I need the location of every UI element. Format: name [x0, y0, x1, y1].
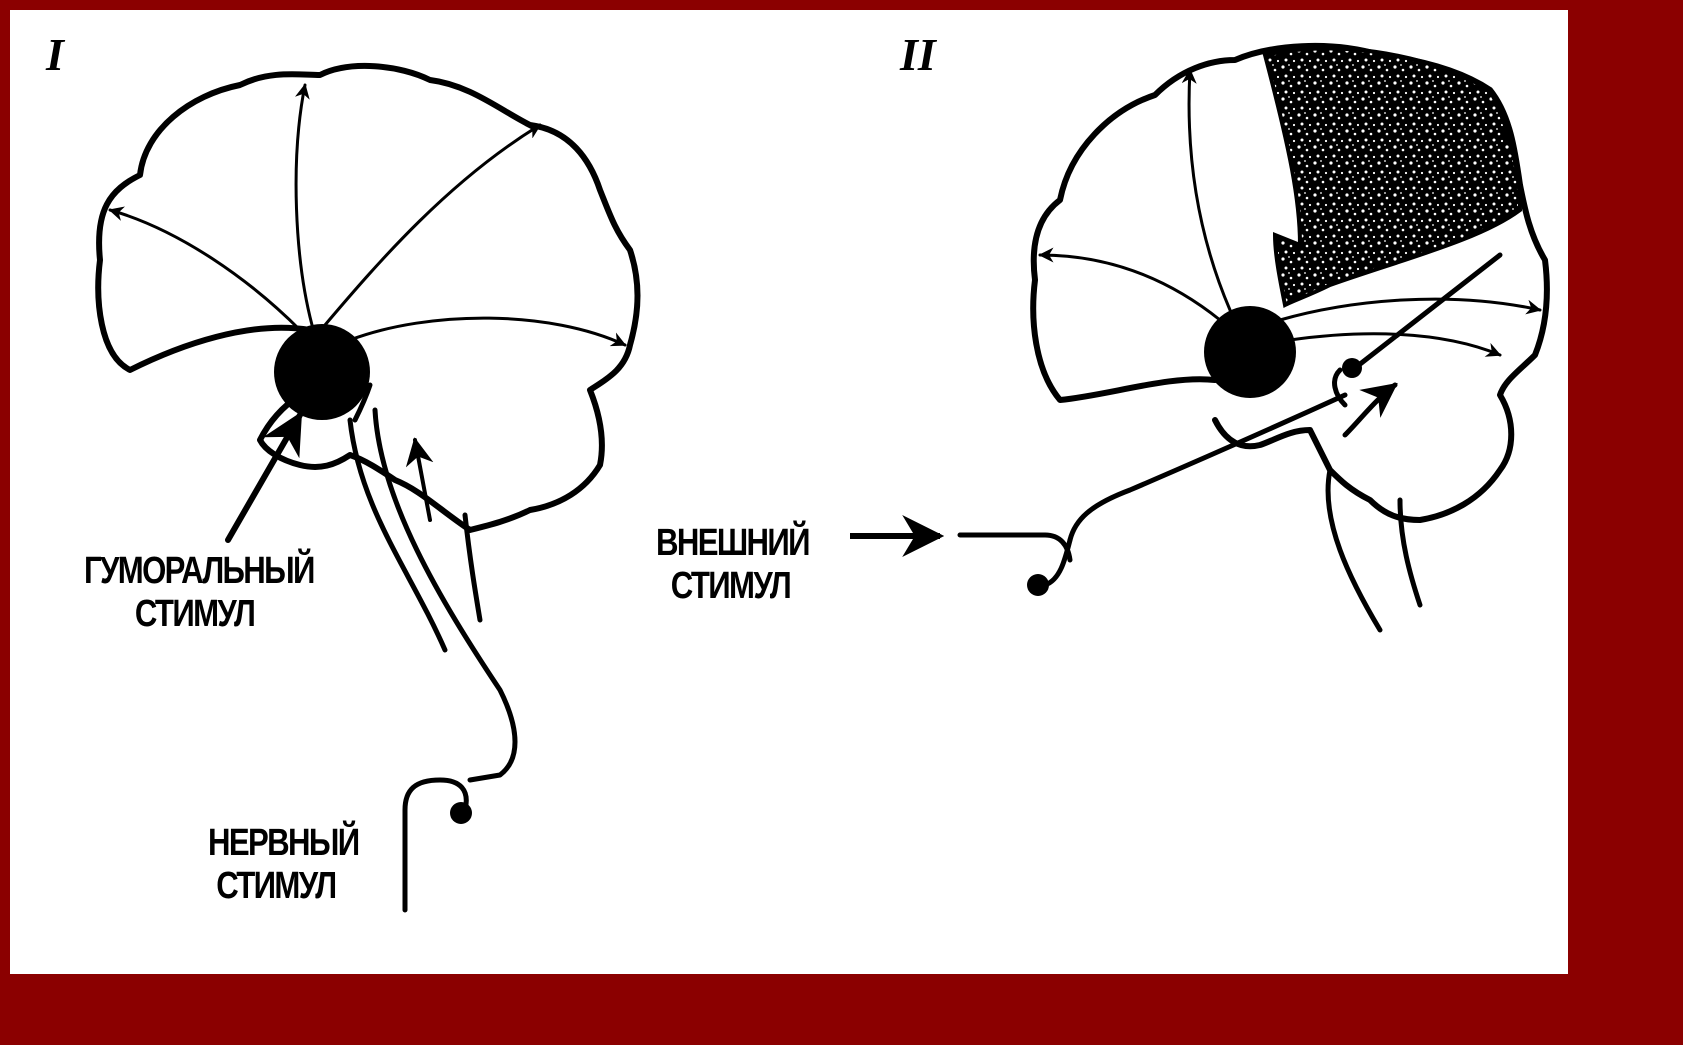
diagram-frame: I II ГУМОРАЛЬНЫЙ СТИМУЛ НЕРВНЫЙ СТИМУЛ В… — [10, 10, 1568, 974]
nervous-line1: НЕРВНЫЙ — [208, 822, 359, 865]
nervous-line2: СТИМУЛ — [208, 865, 359, 908]
external-stimulus-label: ВНЕШНИЙ СТИМУЛ — [656, 522, 809, 607]
humoral-line2: СТИМУЛ — [84, 593, 314, 636]
brain-one-outline — [98, 66, 637, 530]
external-line1: ВНЕШНИЙ — [656, 522, 809, 565]
receptor-one — [450, 802, 472, 824]
thalamus-one — [274, 324, 370, 420]
panel-one-numeral: I — [46, 28, 64, 81]
humoral-stimulus-label: ГУМОРАЛЬНЫЙ СТИМУЛ — [84, 550, 314, 635]
receptor-two — [1027, 574, 1049, 596]
nervous-stimulus-label: НЕРВНЫЙ СТИМУЛ — [208, 822, 359, 907]
brain-one — [98, 66, 637, 910]
thalamus-two — [1204, 306, 1296, 398]
panel-two-numeral: II — [900, 28, 936, 81]
reticular-dot — [1342, 358, 1362, 378]
humoral-line1: ГУМОРАЛЬНЫЙ — [84, 550, 314, 593]
external-line2: СТИМУЛ — [656, 565, 809, 608]
